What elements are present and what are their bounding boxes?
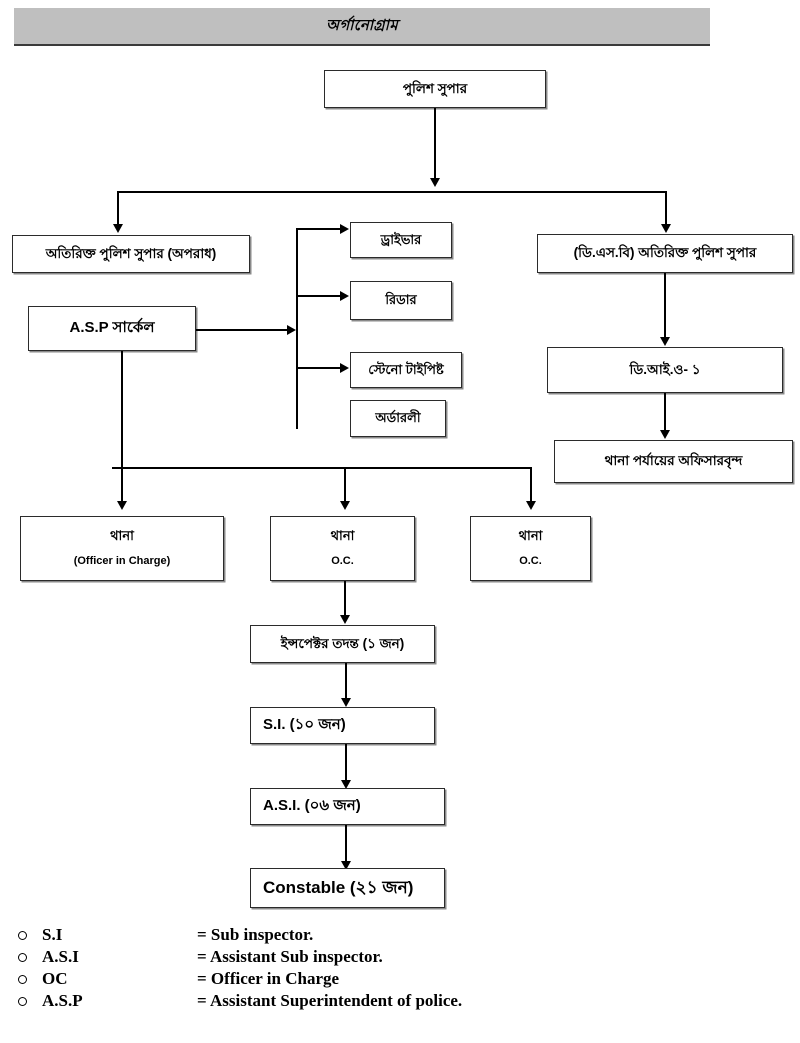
arrow-to-thana-officers — [660, 430, 670, 439]
node-thana-3: থানা O.C. — [470, 516, 591, 581]
connector-top-bus — [117, 191, 666, 193]
connector-thana-bus-drop-1 — [121, 440, 123, 503]
legend-list: S.I = Sub inspector. A.S.I = Assistant S… — [18, 925, 618, 1013]
legend-item: OC = Officer in Charge — [18, 969, 618, 991]
arrow-to-reader — [340, 291, 349, 301]
connector-sp-stem — [434, 108, 436, 180]
connector-thana-bus-drop-2 — [344, 467, 346, 503]
node-thana-level-officers: থানা পর্যায়ের অফিসারবৃন্দ — [554, 440, 793, 483]
bullet-icon — [18, 975, 42, 987]
connector-asi-to-constable — [345, 825, 347, 865]
legend-abbr: OC — [42, 969, 68, 988]
node-orderly: অর্ডারলী — [350, 400, 446, 437]
arrow-to-thana-2 — [340, 501, 350, 510]
legend-meaning: = Officer in Charge — [197, 969, 340, 988]
node-thana-2: থানা O.C. — [270, 516, 415, 581]
connector-thana-bus-drop-3 — [530, 467, 532, 503]
arrow-to-constable — [341, 861, 351, 870]
node-asi: A.S.I. (০৬ জন) — [250, 788, 445, 825]
node-reader: রিডার — [350, 281, 452, 320]
legend-item: A.S.P = Assistant Superintendent of poli… — [18, 991, 618, 1013]
node-si: S.I. (১০ জন) — [250, 707, 435, 744]
node-addl-sp-crime: অতিরিক্ত পুলিশ সুপার (অপরাধ) — [12, 235, 250, 273]
connector-staff-to-reader — [296, 295, 342, 297]
node-driver: ড্রাইভার — [350, 222, 452, 258]
node-steno-typist: স্টেনো টাইপিষ্ট — [350, 352, 462, 388]
arrow-to-si — [341, 698, 351, 707]
bullet-icon — [18, 997, 42, 1009]
legend-abbr: S.I — [42, 925, 63, 944]
arrow-to-addl-sp-dsb — [661, 224, 671, 233]
chart-title-banner: অর্গানোগ্রাম — [14, 8, 710, 46]
node-asp-circle: A.S.P সার্কেল — [28, 306, 196, 351]
arrow-sp-down — [430, 178, 440, 187]
legend-meaning: = Assistant Superintendent of police. — [197, 991, 463, 1010]
legend-meaning: = Assistant Sub inspector. — [197, 947, 383, 966]
arrow-to-driver — [340, 224, 349, 234]
connector-dio-to-thana-officers — [664, 393, 666, 433]
connector-thana-bus — [112, 467, 532, 469]
page-title: অর্গানোগ্রাম — [326, 17, 398, 34]
legend-meaning: = Sub inspector. — [197, 925, 314, 944]
arrow-to-inspector — [340, 615, 350, 624]
arrow-to-thana-1 — [117, 501, 127, 510]
arrow-asp-to-staff-bus — [287, 325, 296, 335]
arrow-to-asi — [341, 780, 351, 789]
node-police-super: পুলিশ সুপার — [324, 70, 546, 108]
bullet-icon — [18, 931, 42, 943]
connector-staff-to-steno — [296, 367, 342, 369]
connector-si-to-asi — [345, 744, 347, 783]
node-thana-1: থানা (Officer in Charge) — [20, 516, 224, 581]
bullet-icon — [18, 953, 42, 965]
connector-asp-to-staff-bus — [196, 329, 288, 331]
connector-inspector-to-si — [345, 663, 347, 701]
connector-bus-right-drop — [665, 191, 667, 227]
arrow-to-dio — [660, 337, 670, 346]
connector-thana2-to-inspector — [344, 581, 346, 617]
connector-staff-to-driver — [296, 228, 342, 230]
legend-abbr: A.S.I — [42, 947, 79, 966]
node-inspector-investigation: ইন্সপেক্টর তদন্ত (১ জন) — [250, 625, 435, 663]
node-addl-sp-dsb: (ডি.এস.বি) অতিরিক্ত পুলিশ সুপার — [537, 234, 793, 273]
arrow-to-addl-sp-crime — [113, 224, 123, 233]
node-dio-1: ডি.আই.ও- ১ — [547, 347, 783, 393]
connector-dsb-to-dio — [664, 273, 666, 339]
legend-abbr: A.S.P — [42, 991, 83, 1010]
connector-bus-left-drop — [117, 191, 119, 227]
arrow-to-thana-3 — [526, 501, 536, 510]
connector-asp-down — [121, 351, 123, 459]
legend-item: S.I = Sub inspector. — [18, 925, 618, 947]
arrow-to-steno — [340, 363, 349, 373]
node-constable: Constable (২১ জন) — [250, 868, 445, 908]
connector-staff-bus — [296, 228, 298, 429]
legend-item: A.S.I = Assistant Sub inspector. — [18, 947, 618, 969]
